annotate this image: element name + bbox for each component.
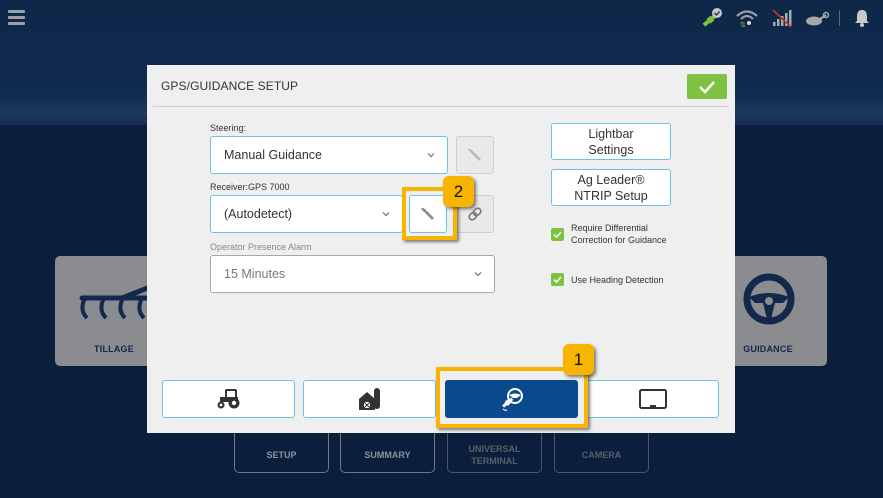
receiver-value: (Autodetect) <box>224 207 293 221</box>
wifi-icon[interactable]: ⇅ <box>734 5 760 31</box>
gps-guidance-icon <box>501 388 523 411</box>
chevron-down-icon <box>382 212 390 217</box>
wrench-icon <box>420 207 434 220</box>
summary-tile[interactable]: SUMMARY <box>340 425 435 473</box>
button-line1: Lightbar <box>588 126 634 141</box>
alarm-value: 15 Minutes <box>224 267 286 281</box>
checkbox-checked-icon[interactable] <box>551 273 564 286</box>
setup-tile[interactable]: SETUP <box>234 425 329 473</box>
tab-farm[interactable] <box>303 380 436 418</box>
chevron-down-icon <box>474 272 482 277</box>
checkbox-checked-icon[interactable] <box>551 227 564 241</box>
annotation-badge-1: 1 <box>563 344 594 375</box>
hamburger-menu-icon[interactable] <box>8 10 25 25</box>
display-monitor-icon <box>638 389 667 409</box>
checkmark-icon <box>699 80 715 94</box>
alarm-select[interactable]: 15 Minutes <box>210 255 495 293</box>
status-separator <box>839 10 840 26</box>
ntrip-setup-button[interactable]: Ag Leader® NTRIP Setup <box>551 169 671 206</box>
cellular-signal-off-icon[interactable] <box>769 5 795 31</box>
checkbox-label-line1: Require Differential <box>571 223 648 233</box>
button-line2: Settings <box>588 142 634 157</box>
steering-settings-button[interactable] <box>456 136 494 174</box>
steering-label: Steering: <box>210 123 247 133</box>
tab-vehicle[interactable] <box>162 380 295 418</box>
camera-tile[interactable]: CAMERA <box>554 425 649 473</box>
checkbox-label-line2: Correction for Guidance <box>571 235 667 245</box>
steering-select[interactable]: Manual Guidance <box>210 136 448 174</box>
require-differential-checkbox[interactable]: Require Differential Correction for Guid… <box>551 222 667 246</box>
notification-bell-icon[interactable] <box>849 5 875 31</box>
gps-satellite-ok-icon[interactable] <box>699 5 725 31</box>
button-line2: NTRIP Setup <box>574 188 648 203</box>
button-line1: Ag Leader® <box>577 172 645 187</box>
title-divider <box>153 106 729 107</box>
alarm-label: Operator Presence Alarm <box>210 242 312 252</box>
dialog-title: GPS/GUIDANCE SETUP <box>161 79 299 93</box>
lightbar-settings-button[interactable]: Lightbar Settings <box>551 123 671 160</box>
wrench-icon <box>467 148 481 161</box>
tile-label-line1: UNIVERSAL <box>468 443 521 454</box>
receiver-select[interactable]: (Autodetect) <box>210 195 403 233</box>
status-bar: ⇅ <box>699 4 875 32</box>
steering-value: Manual Guidance <box>224 148 322 162</box>
receiver-label: Receiver:GPS 7000 <box>210 182 290 192</box>
chevron-down-icon <box>427 153 435 158</box>
universal-terminal-tile[interactable]: UNIVERSAL TERMINAL <box>447 425 542 473</box>
receiver-settings-button[interactable] <box>409 195 447 233</box>
tab-display[interactable] <box>586 380 719 418</box>
tile-label-line2: TERMINAL <box>471 455 518 466</box>
steering-wheel-icon <box>743 273 795 325</box>
ok-button[interactable] <box>687 74 727 99</box>
farm-barn-icon <box>358 388 380 410</box>
tile-label: TILLAGE <box>94 344 134 354</box>
tractor-icon <box>217 389 239 409</box>
tank-valve-icon[interactable] <box>804 5 830 31</box>
checkbox-label: Use Heading Detection <box>571 274 664 285</box>
tile-label: GUIDANCE <box>743 344 793 354</box>
use-heading-detection-checkbox[interactable]: Use Heading Detection <box>551 273 664 286</box>
gps-guidance-tab[interactable] <box>445 380 578 418</box>
svg-text:⇅: ⇅ <box>740 22 746 29</box>
link-icon <box>468 207 482 221</box>
gps-guidance-setup-dialog: GPS/GUIDANCE SETUP Steering: Manual Guid… <box>147 65 735 433</box>
annotation-badge-2: 2 <box>443 176 474 207</box>
